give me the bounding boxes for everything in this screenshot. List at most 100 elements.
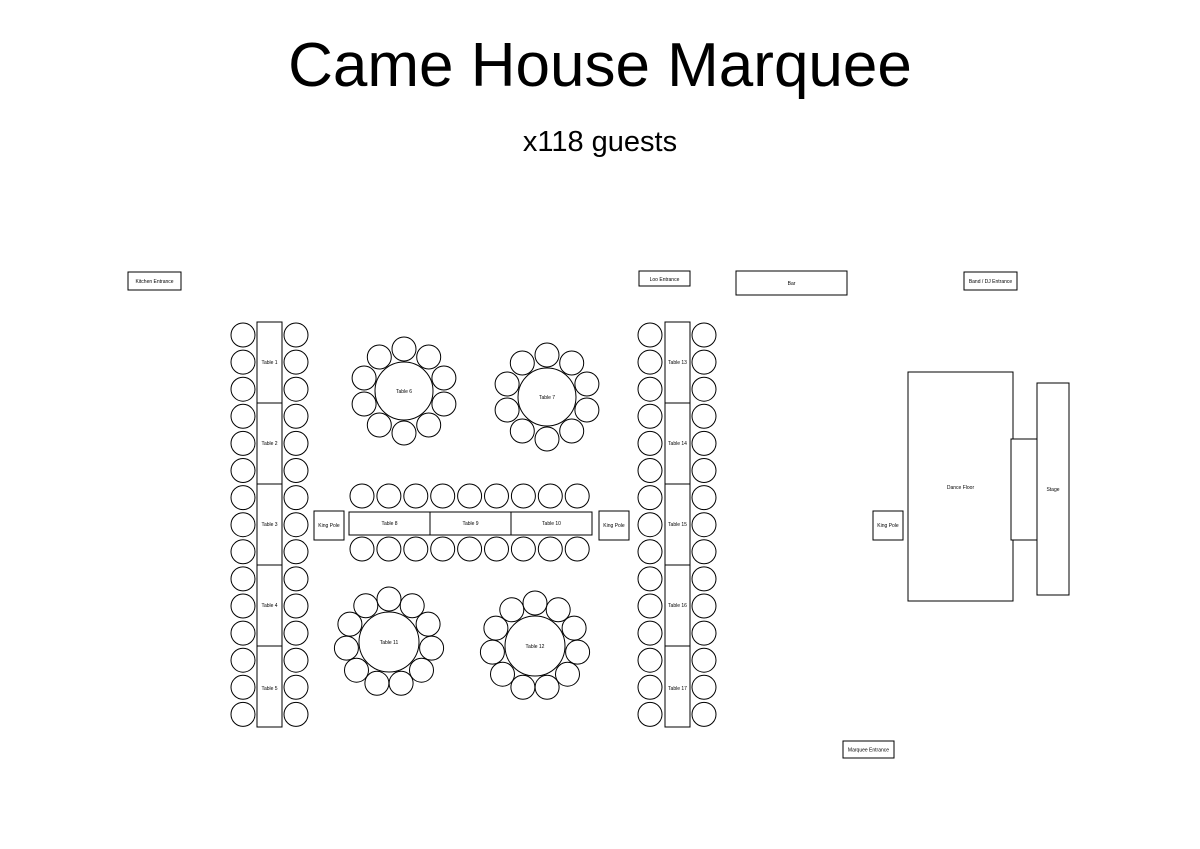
chair	[637, 593, 663, 619]
band-entrance-box	[963, 271, 1018, 291]
chair	[283, 701, 309, 727]
chair	[637, 376, 663, 402]
chair	[637, 403, 663, 429]
round-table-11	[358, 611, 420, 673]
long-table-17	[664, 645, 691, 728]
king-pole-left-label: King Pole	[318, 523, 340, 529]
chair	[510, 483, 536, 509]
chair	[509, 418, 535, 444]
long-table-16	[664, 564, 691, 647]
chair	[283, 322, 309, 348]
band-entrance-label: Band / DJ Entrance	[969, 279, 1013, 285]
chair	[283, 674, 309, 700]
kitchen-entrance-label: Kitchen Entrance	[135, 279, 173, 285]
chair	[691, 430, 717, 456]
long-table-16-label: Table 16	[668, 603, 687, 609]
chair	[691, 539, 717, 565]
chair	[637, 322, 663, 348]
chair	[344, 657, 369, 683]
chair	[509, 350, 535, 376]
chair	[499, 597, 525, 623]
long-table-5	[256, 645, 283, 728]
chair	[691, 701, 717, 727]
chair	[230, 376, 256, 402]
round-table-7-label: Table 7	[539, 395, 555, 401]
chair	[457, 483, 483, 509]
chair	[691, 566, 717, 592]
chair	[537, 536, 563, 562]
chair	[415, 611, 441, 637]
chair	[388, 670, 414, 696]
round-table-11-label: Table 11	[380, 640, 399, 646]
chair	[430, 536, 456, 562]
center-table-8-label: Table 8	[381, 521, 397, 527]
chair	[376, 536, 402, 562]
chair	[403, 536, 429, 562]
chair	[691, 593, 717, 619]
round-table-6-label: Table 6	[396, 389, 412, 395]
chair	[351, 391, 377, 417]
chair	[559, 418, 585, 444]
chair	[522, 590, 548, 616]
chair	[283, 620, 309, 646]
chair	[430, 483, 456, 509]
chair	[230, 620, 256, 646]
chair	[534, 674, 560, 700]
chair	[230, 539, 256, 565]
chair	[230, 674, 256, 700]
chair	[637, 647, 663, 673]
chair	[574, 397, 600, 423]
long-table-14	[664, 402, 691, 485]
chair	[537, 483, 563, 509]
chair	[484, 483, 509, 509]
chair	[494, 371, 520, 397]
king-pole-middle-label: King Pole	[603, 523, 625, 529]
king-pole-middle	[598, 510, 630, 541]
chair	[230, 566, 256, 592]
round-table-12	[504, 615, 566, 677]
chair	[230, 403, 256, 429]
bar-box	[735, 270, 848, 296]
chair	[283, 458, 309, 483]
round-table-12-label: Table 12	[526, 644, 545, 650]
chair	[366, 344, 392, 370]
chair	[419, 635, 445, 661]
chair	[484, 536, 509, 562]
center-table-9-label: Table 9	[462, 521, 478, 527]
kitchen-entrance-box	[127, 271, 182, 291]
chair	[637, 458, 663, 483]
chair	[637, 701, 663, 727]
chair	[283, 512, 309, 538]
chair	[283, 403, 309, 429]
chair	[431, 365, 457, 391]
chairs-layer	[230, 322, 717, 727]
long-table-1-label: Table 1	[261, 360, 277, 366]
loo-entrance-label: Loo Entrance	[650, 277, 680, 283]
chair	[691, 458, 717, 483]
chair	[230, 593, 256, 619]
chair	[691, 376, 717, 402]
long-table-2-label: Table 2	[261, 441, 277, 447]
chair	[559, 350, 585, 376]
king-pole-right	[872, 510, 904, 541]
chair	[637, 485, 663, 511]
bar-label: Bar	[788, 281, 796, 287]
chair	[230, 322, 256, 348]
chair	[230, 512, 256, 538]
chair	[564, 536, 590, 562]
chair	[283, 376, 309, 402]
chair	[283, 566, 309, 592]
chair	[574, 371, 600, 397]
marquee-entrance-box	[842, 740, 895, 759]
king-pole-left	[313, 510, 345, 541]
round-table-7	[517, 367, 577, 427]
chair	[691, 485, 717, 511]
chair	[353, 593, 379, 619]
chair	[230, 458, 256, 483]
king-pole-right-label: King Pole	[877, 523, 899, 529]
chair	[479, 639, 505, 665]
long-table-1	[256, 321, 283, 404]
chair	[351, 365, 377, 391]
chair	[349, 483, 375, 509]
